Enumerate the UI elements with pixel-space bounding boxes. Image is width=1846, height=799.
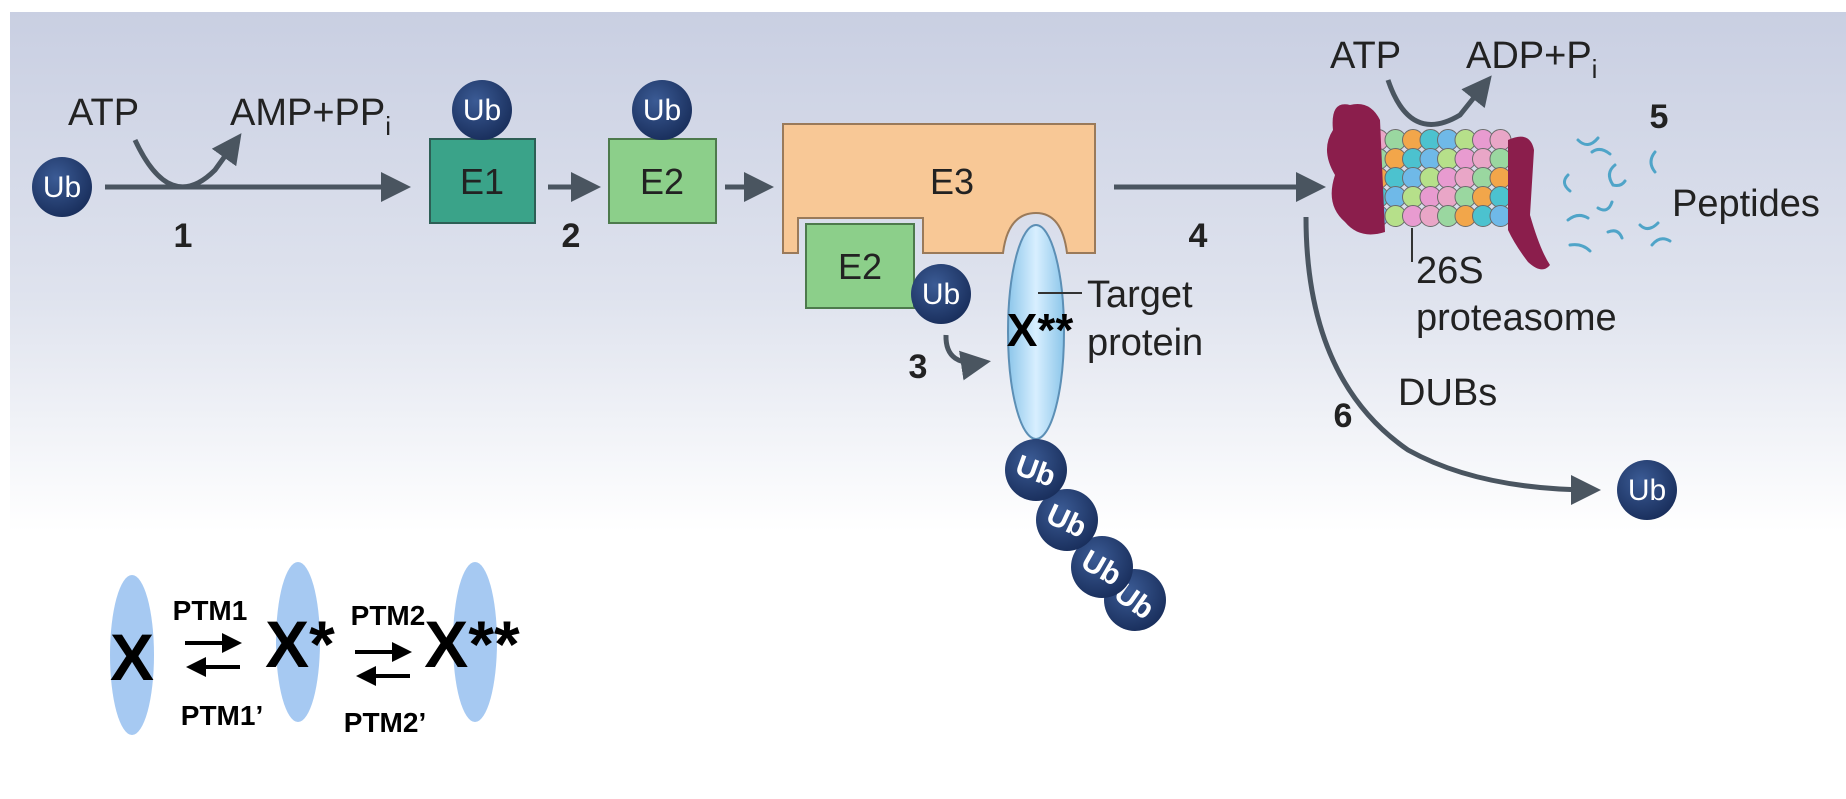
step-2-number: 2	[562, 217, 581, 255]
ptm-state2-oval	[453, 562, 497, 722]
e3-enzyme	[782, 123, 1096, 254]
chain-ub-2: Ub	[1036, 489, 1098, 551]
step-4-number: 4	[1189, 217, 1208, 255]
ptm-state0-label: X	[110, 620, 154, 694]
target-label-line2: protein	[1087, 322, 1203, 364]
ub-free-1: Ub	[32, 157, 92, 217]
svg-text:Ub: Ub	[43, 171, 81, 204]
svg-text:E2: E2	[640, 161, 684, 202]
e2-enzyme: E2	[608, 138, 717, 224]
atp-curve-arrow-5	[1385, 75, 1492, 127]
ptm1-reverse-label: PTM1’	[181, 700, 263, 731]
atp-label-5: ATP	[1330, 35, 1401, 77]
proteasome-label-line2: proteasome	[1416, 297, 1617, 339]
step-3-number: 3	[909, 348, 928, 386]
ub-recycled: Ub	[1617, 460, 1677, 520]
svg-text:Ub: Ub	[922, 278, 960, 311]
step-6-number: 6	[1334, 397, 1353, 435]
ptm2-reverse-label: PTM2’	[344, 707, 426, 738]
step-5-number: 5	[1650, 98, 1669, 136]
svg-text:Ub: Ub	[1628, 474, 1666, 507]
chain-ub-1: Ub	[1005, 439, 1067, 501]
polyubiquitin-chain: Ub Ub Ub Ub	[1005, 439, 1166, 631]
step-1-number: 1	[174, 217, 193, 255]
peptide-fragments	[1563, 136, 1672, 253]
svg-text:E1: E1	[460, 161, 504, 202]
proteasome-label-line1: 26S	[1416, 250, 1484, 292]
ptm2-forward-label: PTM2	[351, 600, 426, 631]
atp-curve-arrow-1	[132, 133, 242, 190]
proteasome-subunit	[1489, 148, 1512, 170]
ptm-state0-oval	[110, 575, 154, 735]
ptm-state1-oval	[276, 562, 320, 722]
dubs-label: DUBs	[1398, 372, 1497, 414]
proteasome-subunit	[1489, 167, 1512, 189]
step6-arrow	[1303, 216, 1601, 505]
e3-label: E3	[930, 161, 974, 202]
proteasome-26s	[1326, 104, 1550, 270]
svg-text:Ub: Ub	[463, 94, 501, 127]
e1-enzyme: E1	[429, 138, 536, 224]
ptm-state2-label: X**	[424, 607, 520, 681]
ub-on-bound-e2: Ub	[911, 264, 971, 324]
ub-on-e2: Ub	[632, 80, 692, 140]
ub-on-e1: Ub	[452, 80, 512, 140]
e2-bound-to-e3: E2	[805, 223, 915, 309]
atp-label-1: ATP	[68, 92, 139, 134]
svg-text:Ub: Ub	[643, 94, 681, 127]
step3-arrow	[943, 334, 991, 381]
ptm1-forward-label: PTM1	[173, 595, 248, 626]
ptm-state1-label: X*	[265, 607, 335, 681]
svg-text:E2: E2	[838, 246, 882, 287]
ptm-scheme: X PTM1 PTM1’ X* PTM2 PTM2’ X**	[110, 562, 520, 738]
proteasome-subunit	[1489, 129, 1512, 151]
target-marker: X**	[1007, 304, 1074, 356]
proteasome-subunit	[1489, 186, 1512, 208]
target-label-line1: Target	[1087, 274, 1193, 316]
adp-pi-label: ADP+Pi	[1466, 35, 1597, 84]
amp-ppi-label: AMP+PPi	[230, 92, 391, 141]
peptides-label: Peptides	[1672, 183, 1820, 225]
chain-ub-3: Ub	[1071, 536, 1133, 598]
proteasome-subunit	[1489, 205, 1512, 227]
